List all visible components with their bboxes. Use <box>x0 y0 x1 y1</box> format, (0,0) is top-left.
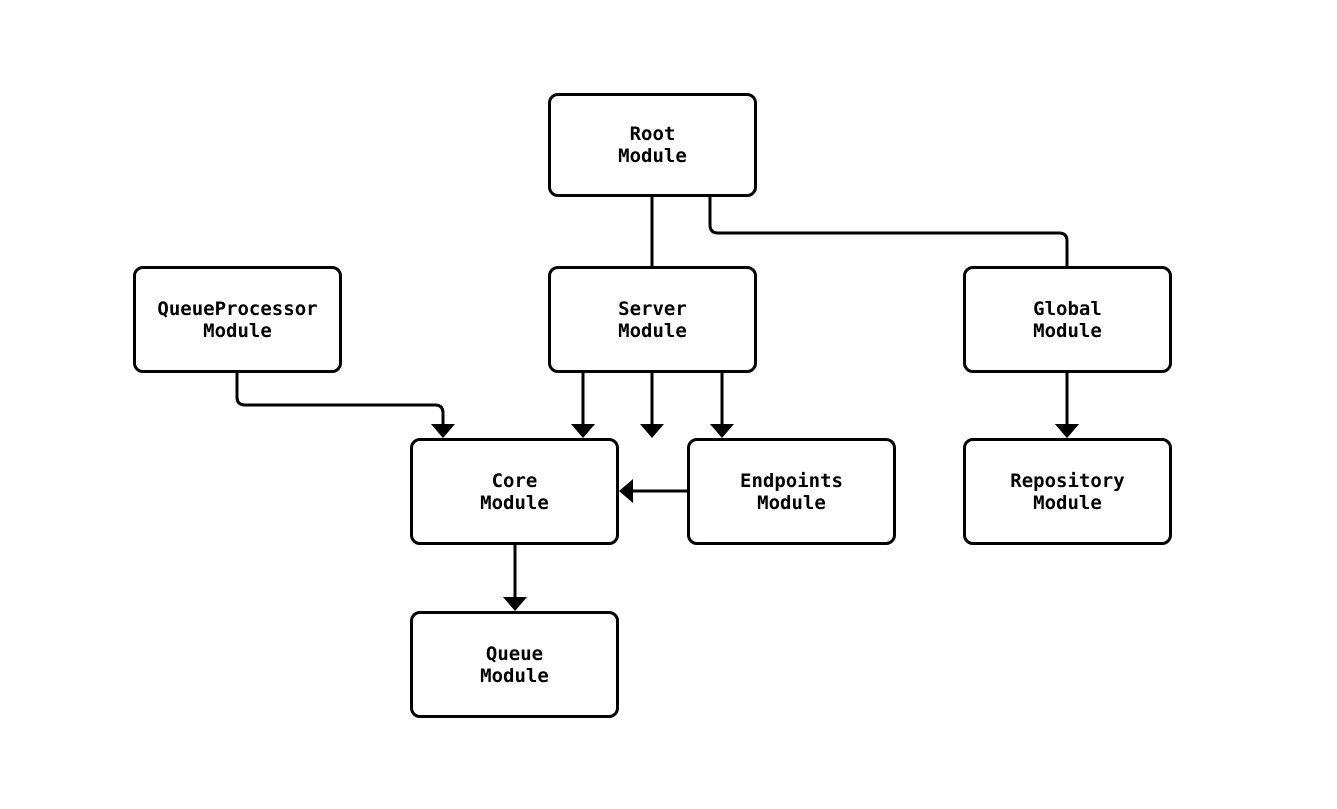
node-global-module-label: Global Module <box>1033 297 1102 342</box>
edge-core-to-queue-arrowhead <box>503 597 527 611</box>
node-core-module-label: Core Module <box>480 469 549 514</box>
node-queueprocessor-module-label: QueueProcessor Module <box>157 297 318 342</box>
node-root-module: Root Module <box>548 93 757 197</box>
node-server-module-label: Server Module <box>618 297 687 342</box>
edge-global-to-repository-arrowhead <box>1055 424 1079 438</box>
edge-queueprocessor-to-core-arrowhead <box>431 424 455 438</box>
edge-server-to-endpoints-arrowhead <box>710 424 734 438</box>
node-endpoints-module: Endpoints Module <box>687 438 896 545</box>
node-repository-module: Repository Module <box>963 438 1172 545</box>
node-repository-module-label: Repository Module <box>1010 469 1125 514</box>
edge-endpoints-to-core-arrowhead <box>619 479 633 503</box>
edge-server-to-core-arrowhead <box>571 424 595 438</box>
node-queue-module: Queue Module <box>410 611 619 718</box>
node-root-module-label: Root Module <box>618 123 687 167</box>
edge-queueprocessor-to-core-line <box>235 373 445 426</box>
node-server-module: Server Module <box>548 266 757 373</box>
node-endpoints-module-label: Endpoints Module <box>740 469 843 514</box>
node-queue-module-label: Queue Module <box>480 642 549 687</box>
edge-root-to-server-arrowhead <box>640 424 664 438</box>
node-queueprocessor-module: QueueProcessor Module <box>133 266 342 373</box>
edge-root-to-global-line <box>708 197 1069 426</box>
node-global-module: Global Module <box>963 266 1172 373</box>
node-core-module: Core Module <box>410 438 619 545</box>
